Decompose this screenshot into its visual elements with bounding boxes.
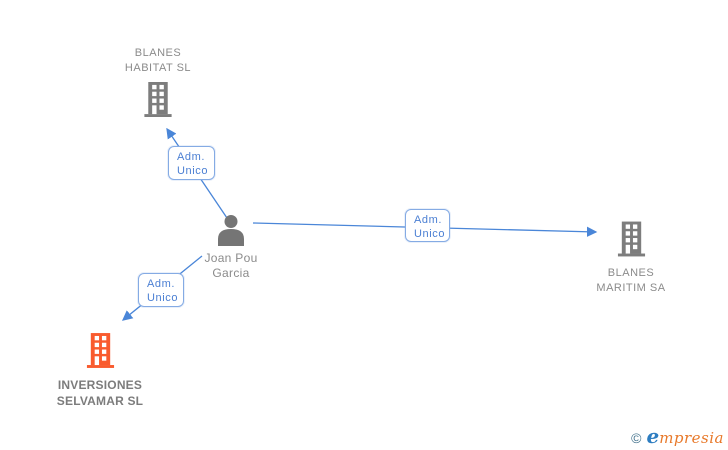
empresia-logo: © empresia [631, 424, 724, 448]
building-icon-highlighted [85, 332, 116, 369]
edge-label-adm-unico-habitat[interactable]: Adm. Unico [168, 146, 215, 180]
company-name-blanes-habitat: BLANES HABITAT SL [124, 47, 192, 74]
building-icon [616, 221, 647, 257]
company-name-blanes-maritim: BLANES MARITIM SA [596, 267, 666, 294]
building-icon [142, 82, 174, 117]
company-node-blanes-maritim[interactable]: BLANES MARITIM SA [561, 221, 701, 296]
company-node-blanes-habitat[interactable]: BLANES HABITAT SL [88, 46, 228, 122]
company-name-inversiones-selvamar: INVERSIONES SELVAMAR SL [56, 378, 144, 408]
person-node-joan-pou-garcia[interactable]: Joan Pou Garcia [171, 214, 291, 281]
edge-label-adm-unico-selvamar[interactable]: Adm. Unico [138, 273, 184, 307]
edge-label-adm-unico-maritim[interactable]: Adm. Unico [405, 209, 450, 242]
brand-wordmark: empresia [646, 424, 724, 448]
copyright-icon: © [631, 430, 642, 446]
person-icon [216, 214, 246, 246]
brand-initial: e [646, 424, 660, 448]
person-name: Joan Pou Garcia [204, 251, 258, 280]
brand-rest: mpresia [659, 429, 724, 447]
company-node-inversiones-selvamar[interactable]: INVERSIONES SELVAMAR SL [30, 332, 170, 409]
